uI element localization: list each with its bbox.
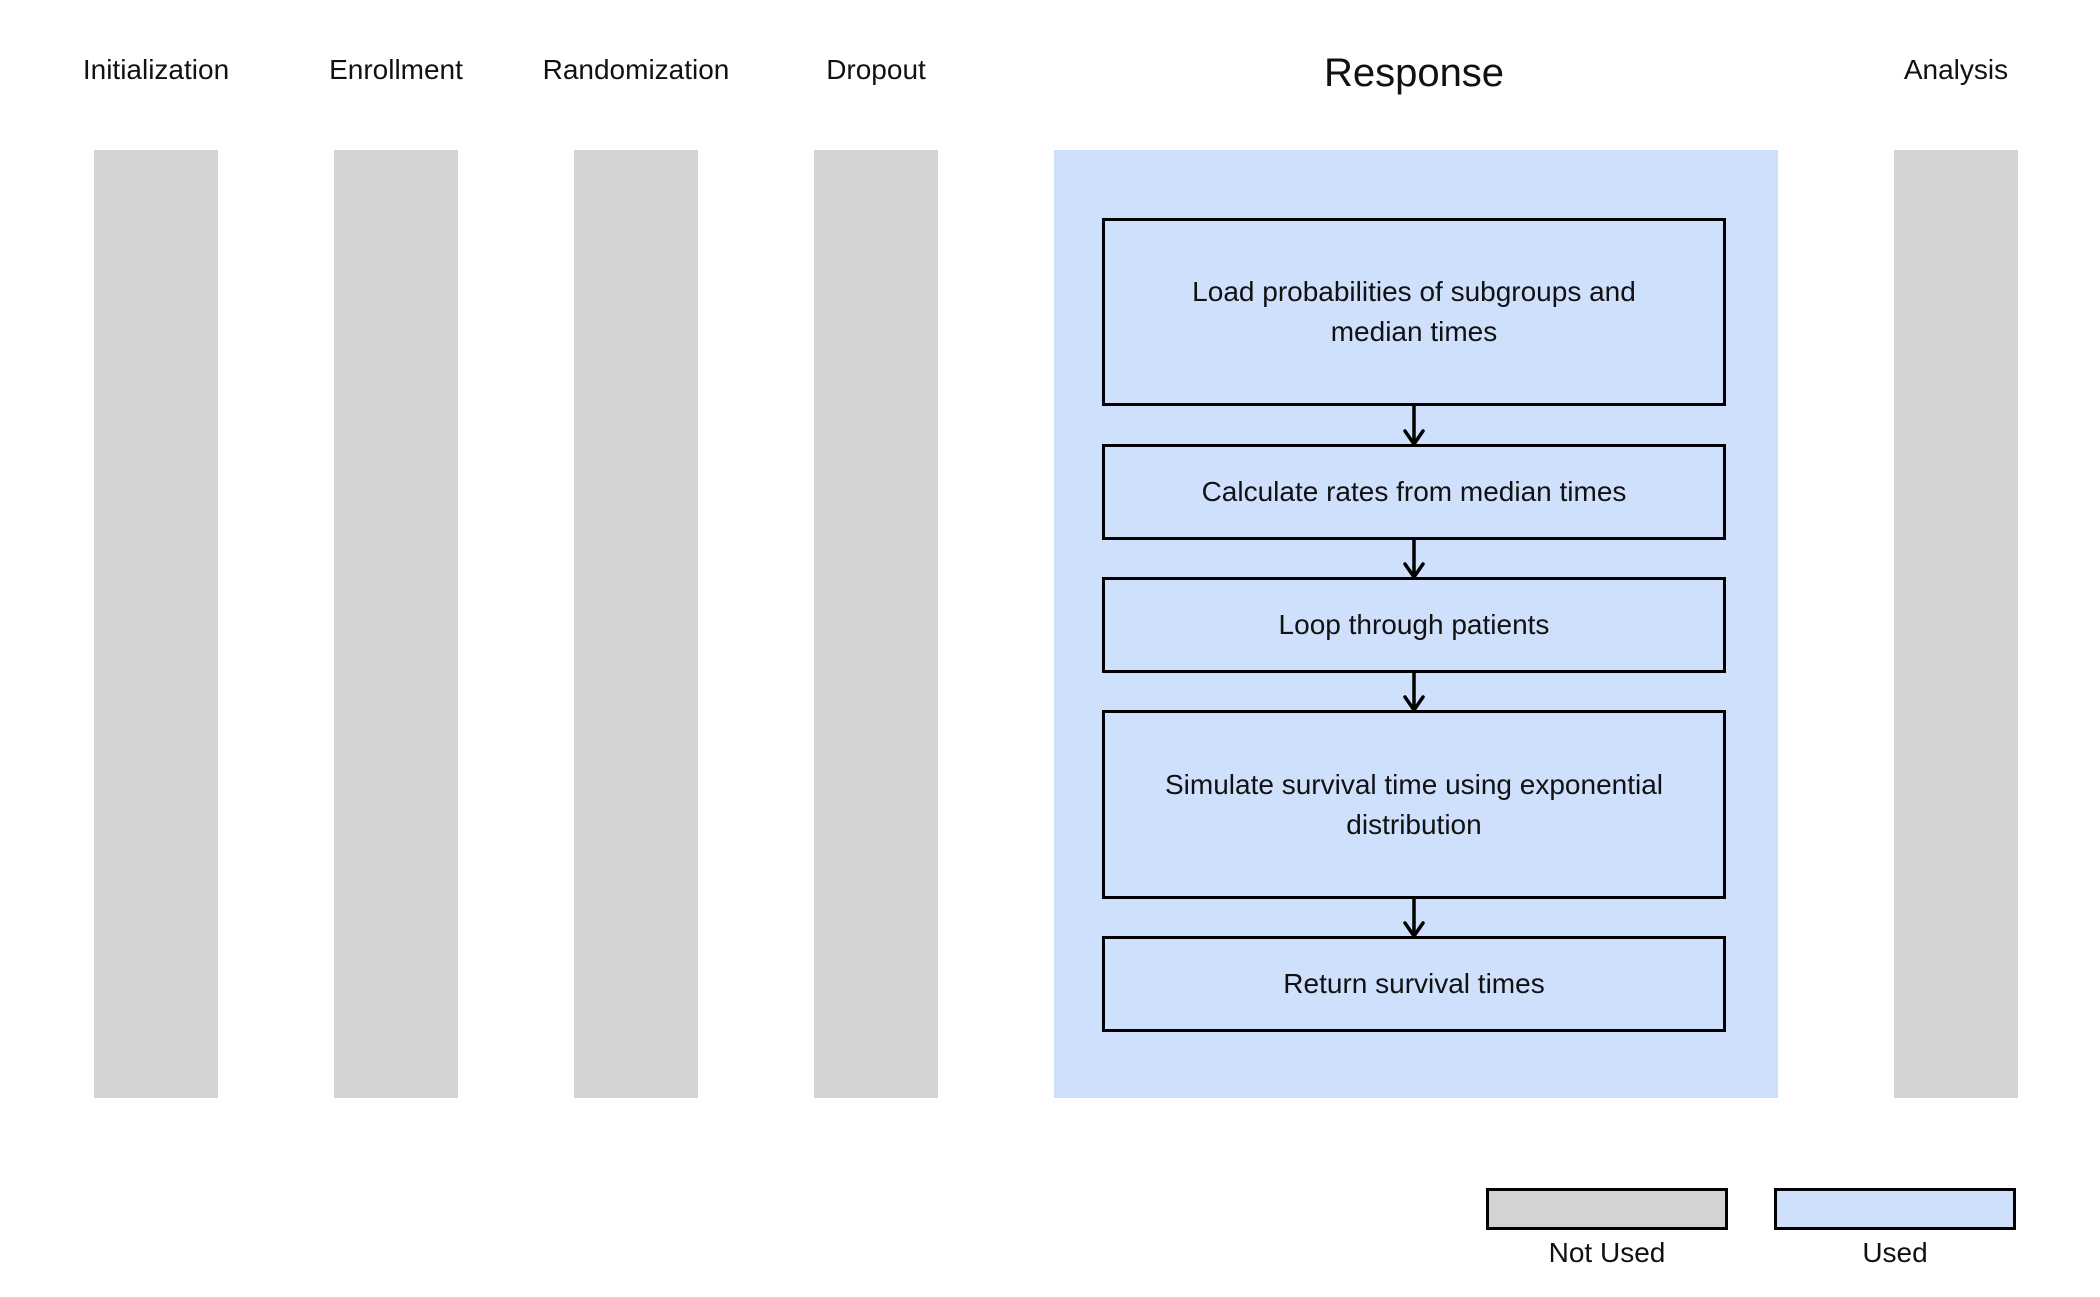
stage-column-enrollment xyxy=(334,150,458,1098)
stage-title-initialization: Initialization xyxy=(82,54,230,85)
step-label: Calculate rates from median times xyxy=(1201,476,1627,507)
stage-column-initialization xyxy=(94,150,218,1098)
step-label: Simulate survival time using exponential… xyxy=(1164,768,1664,840)
step-calculate-rates: Calculate rates from median times xyxy=(1102,444,1726,540)
stage-title-randomization: Randomization xyxy=(542,54,730,85)
stage-title-dropout: Dropout xyxy=(826,54,926,85)
step-load-probabilities: Load probabilities of subgroups and medi… xyxy=(1102,218,1726,406)
stage-column-randomization xyxy=(574,150,698,1098)
legend-swatch-not-used xyxy=(1486,1188,1728,1230)
legend-label-used: Used xyxy=(1862,1237,1928,1268)
stage-title-response: Response xyxy=(1323,51,1505,95)
step-return-survival: Return survival times xyxy=(1102,936,1726,1032)
step-label: Loop through patients xyxy=(1278,609,1550,640)
legend-swatch-used xyxy=(1774,1188,2016,1230)
step-label: Load probabilities of subgroups and medi… xyxy=(1192,276,1636,347)
stage-title-enrollment: Enrollment xyxy=(329,54,463,85)
step-simulate-survival: Simulate survival time using exponential… xyxy=(1102,710,1726,899)
stage-title-analysis: Analysis xyxy=(1903,54,2009,85)
stage-column-dropout xyxy=(814,150,938,1098)
stage-column-analysis xyxy=(1894,150,2018,1098)
step-loop-patients: Loop through patients xyxy=(1102,577,1726,673)
legend-label-not-used: Not Used xyxy=(1548,1237,1666,1268)
step-label: Return survival times xyxy=(1283,968,1545,999)
